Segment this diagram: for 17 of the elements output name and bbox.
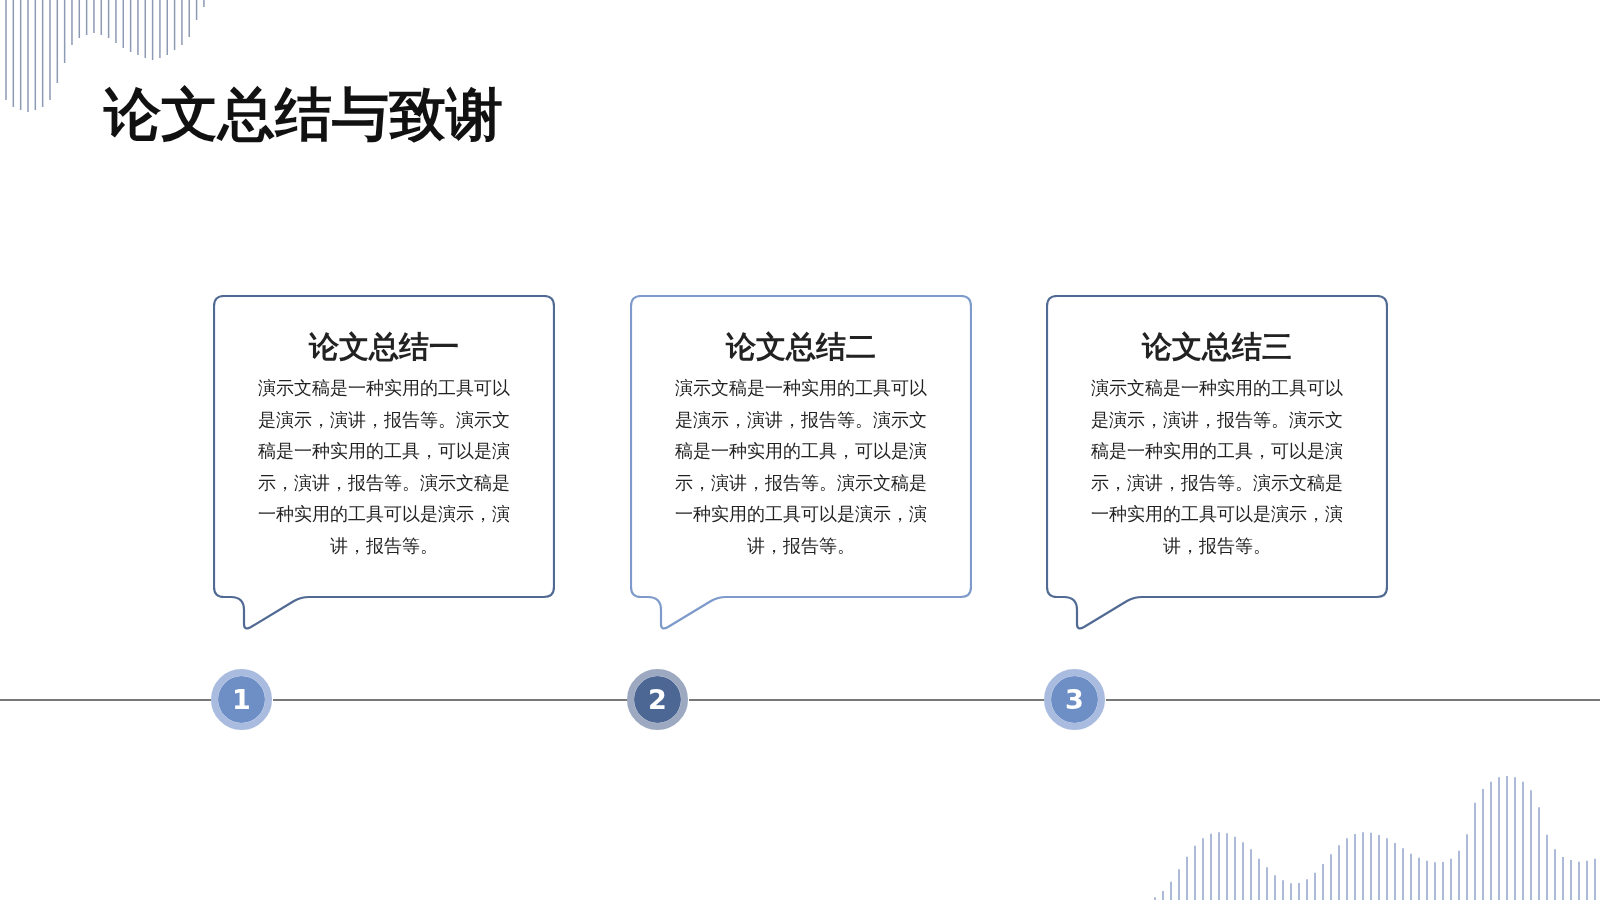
- timeline-line: [1105, 699, 1600, 701]
- speech-bubble: [630, 295, 972, 632]
- heading: 论文总结二: [724, 328, 877, 366]
- number-circle: 3: [1044, 669, 1105, 730]
- speech-bubble: [213, 295, 555, 632]
- timeline-line: [0, 699, 212, 701]
- heading: 论文总结一: [307, 328, 460, 366]
- speech-bubble: [1046, 295, 1388, 632]
- body-text: 演示文稿是一种实用的工具可以是演示，演讲，报告等。演示文稿是一种实用的工具，可以是演示，演讲，报告等。演示文稿是一种实用的工具可以是演示，演讲，报告等。: [257, 376, 511, 558]
- number-circle: 2: [627, 669, 688, 730]
- body-text: 演示文稿是一种实用的工具可以是演示，演讲，报告等。演示文稿是一种实用的工具，可以是演示，演讲，报告等。演示文稿是一种实用的工具可以是演示，演讲，报告等。: [1090, 376, 1344, 558]
- timeline-line: [272, 699, 628, 701]
- title: 论文总结与致谢: [104, 80, 503, 148]
- body-text: 演示文稿是一种实用的工具可以是演示，演讲，报告等。演示文稿是一种实用的工具，可以是演示，演讲，报告等。演示文稿是一种实用的工具可以是演示，演讲，报告等。: [674, 376, 928, 558]
- timeline-line: [688, 699, 1045, 701]
- number-circle: 1: [211, 669, 272, 730]
- heading: 论文总结三: [1140, 328, 1293, 366]
